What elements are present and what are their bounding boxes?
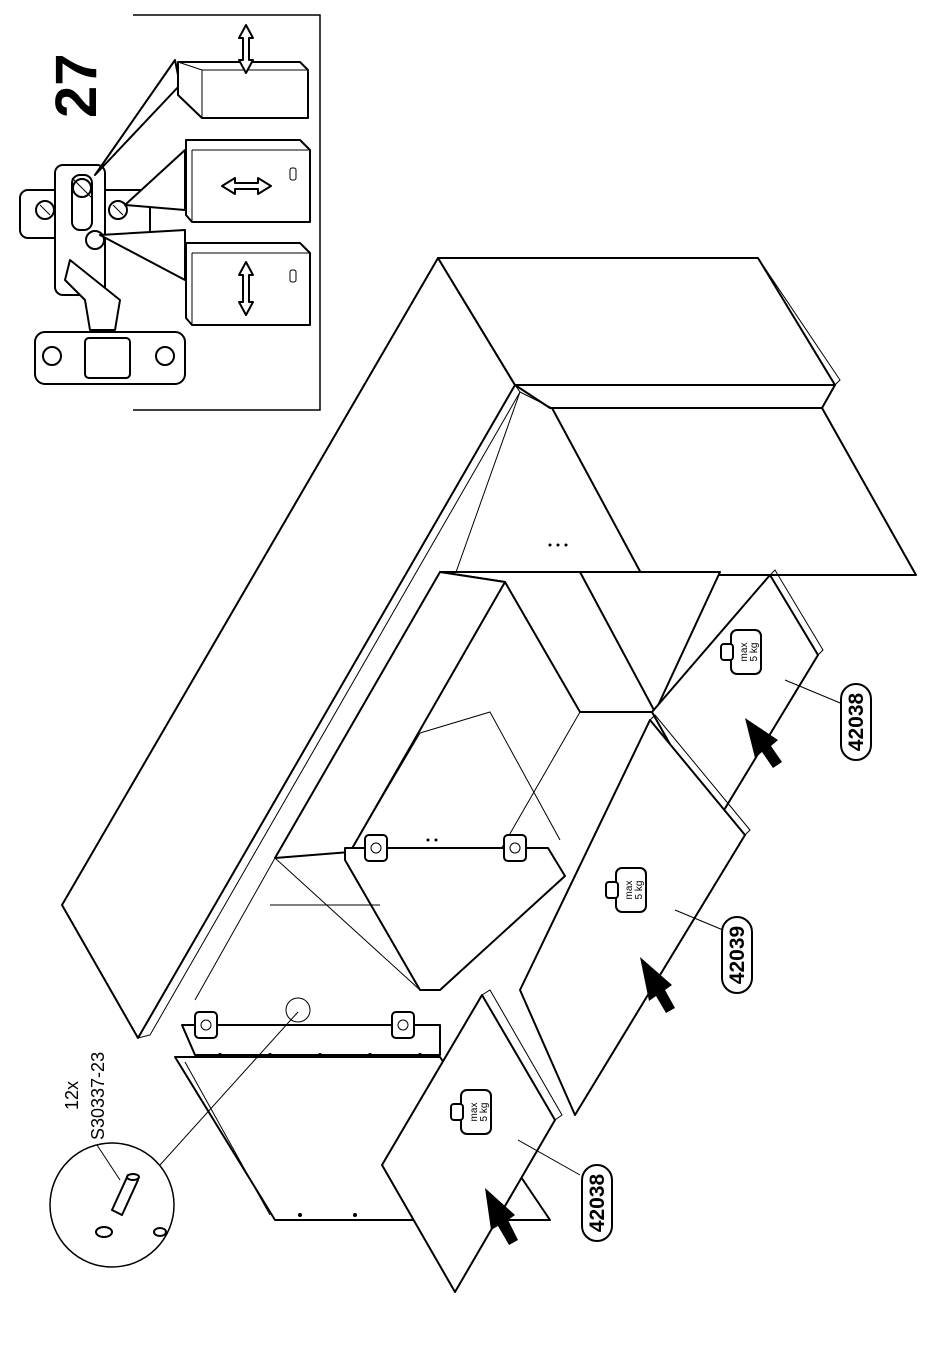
- part-label-42038-left: 42038: [582, 1165, 612, 1241]
- part-label-text: 42038: [845, 692, 868, 751]
- weight-value-label: 5 kg: [634, 881, 645, 900]
- double-arrow-vertical-icon: [239, 25, 253, 73]
- hinge-upper-left: [365, 835, 387, 861]
- part-label-text: 42038: [586, 1173, 609, 1232]
- dowel-quantity: 12x: [62, 1081, 82, 1110]
- part-label-text: 42039: [726, 926, 749, 984]
- step-number: 27: [44, 53, 109, 118]
- weight-value-label: 5 kg: [479, 1103, 490, 1122]
- dowel-part-code: S30337-23: [88, 1052, 108, 1140]
- hinge-lower-left: [195, 1012, 217, 1038]
- part-label-42039-middle: 42039: [722, 917, 752, 993]
- part-label-42038-right: 42038: [841, 684, 871, 760]
- dowel-pin-icon: [96, 1174, 166, 1237]
- hinge-lower-right: [392, 1012, 414, 1038]
- weight-value-label: 5 kg: [749, 643, 760, 662]
- hinge-upper-right: [504, 835, 526, 861]
